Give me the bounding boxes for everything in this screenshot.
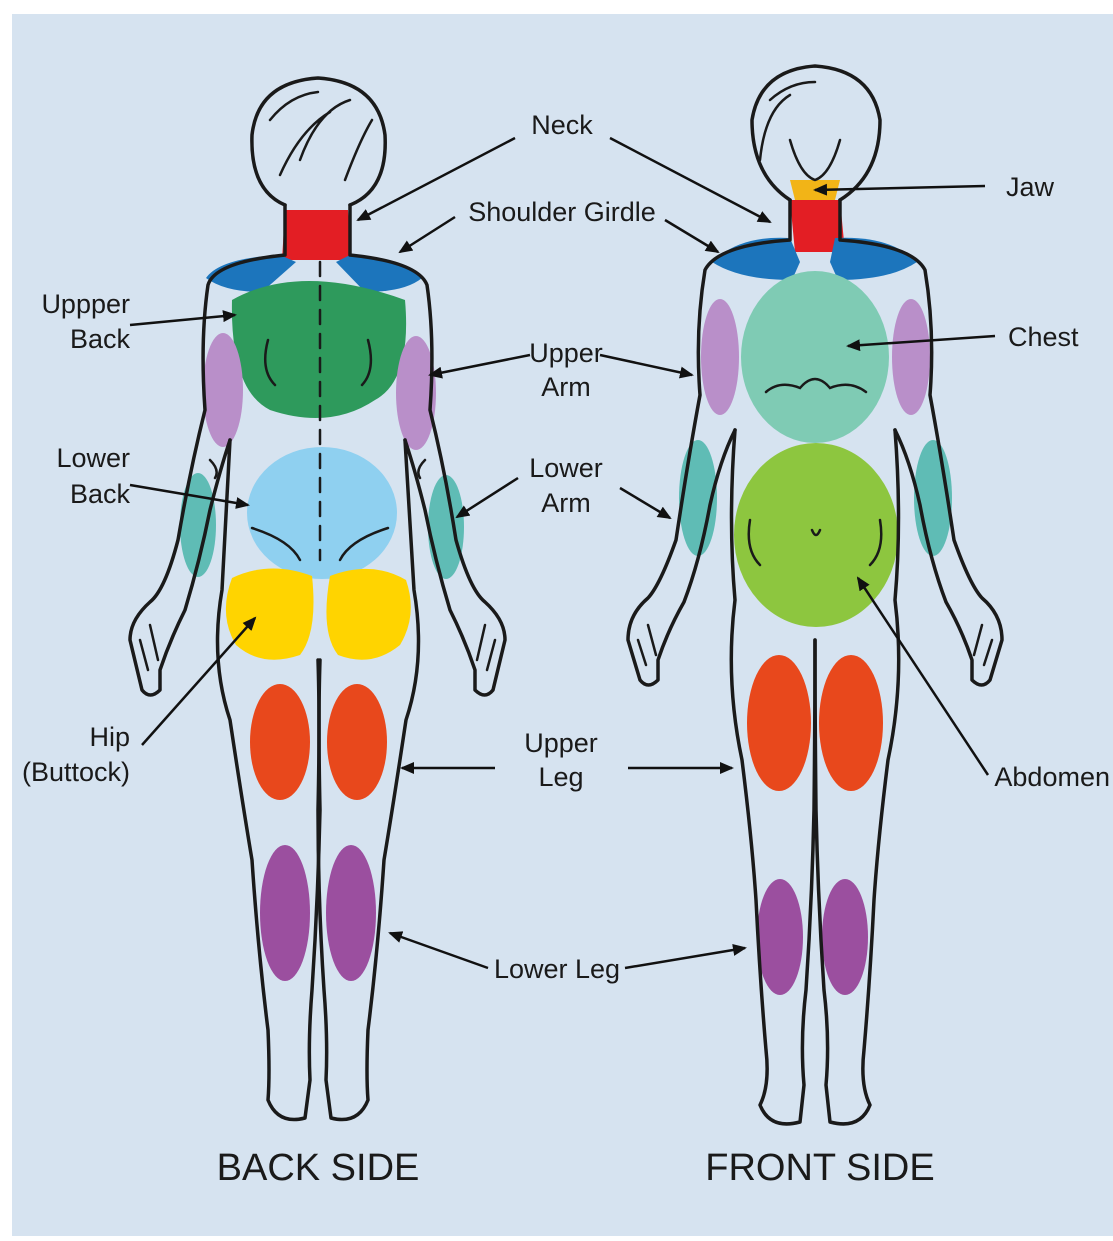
lower-back-label-line1: Lower: [56, 443, 130, 473]
back-left-buttock-region: [226, 568, 314, 659]
lower-arm-label-line1: Lower: [529, 453, 603, 483]
back-side-title: BACK SIDE: [217, 1147, 420, 1189]
front-right-upper-arm-region: [892, 299, 930, 415]
hip-label-line1: Hip: [89, 722, 130, 752]
back-left-upper-leg-region: [250, 684, 310, 800]
upper-leg-label-line2: Leg: [538, 762, 583, 792]
shoulder-girdle-label: Shoulder Girdle: [468, 197, 656, 227]
front-side-title: FRONT SIDE: [705, 1147, 934, 1189]
back-right-buttock-region: [326, 569, 410, 660]
abdomen-label: Abdomen: [994, 762, 1110, 792]
back-right-lower-leg-region: [326, 845, 376, 981]
upper-leg-label-line1: Upper: [524, 728, 598, 758]
back-neck-region: [282, 210, 352, 260]
lower-back-label-line2: Back: [70, 479, 131, 509]
chest-label: Chest: [1008, 322, 1079, 352]
back-left-upper-arm-region: [203, 333, 243, 447]
neck-label: Neck: [531, 110, 593, 140]
upper-back-label-line2: Back: [70, 324, 131, 354]
front-left-upper-leg-region: [747, 655, 811, 791]
front-left-upper-arm-region: [701, 299, 739, 415]
back-lower-back-region: [247, 447, 397, 579]
hip-label-line2: (Buttock): [22, 757, 130, 787]
upper-arm-label-line1: Upper: [529, 338, 603, 368]
front-left-lower-leg-region: [757, 879, 803, 995]
upper-arm-label-line2: Arm: [541, 372, 591, 402]
lower-arm-label-line2: Arm: [541, 488, 591, 518]
lower-leg-label: Lower Leg: [494, 954, 620, 984]
front-right-lower-leg-region: [822, 879, 868, 995]
back-right-upper-leg-region: [327, 684, 387, 800]
front-right-upper-leg-region: [819, 655, 883, 791]
jaw-label: Jaw: [1006, 172, 1055, 202]
upper-back-label-line1: Uppper: [41, 289, 130, 319]
front-chest-region: [741, 271, 889, 443]
back-left-lower-leg-region: [260, 845, 310, 981]
